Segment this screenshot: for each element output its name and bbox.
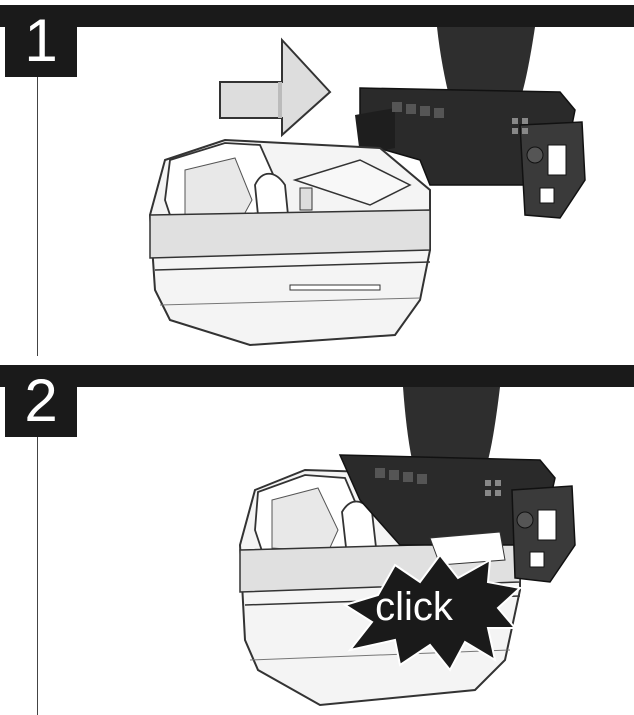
arrow-right-icon [219,37,332,138]
tool-body [338,387,576,583]
step-2-panel: 2 [0,360,634,715]
step-1-panel: 1 [0,0,634,356]
step-number: 2 [5,365,77,437]
step-number: 1 [5,5,77,77]
step-1-illustration [148,27,586,347]
tool-body [355,27,586,219]
step-divider-line [37,77,38,356]
step-2-illustration [238,387,576,707]
click-callout-text: click [375,585,453,629]
step-divider-line [37,437,38,715]
step-header-bar [0,5,634,27]
battery-pack [148,138,431,347]
step-header-bar [0,365,634,387]
burst-icon [342,553,523,672]
